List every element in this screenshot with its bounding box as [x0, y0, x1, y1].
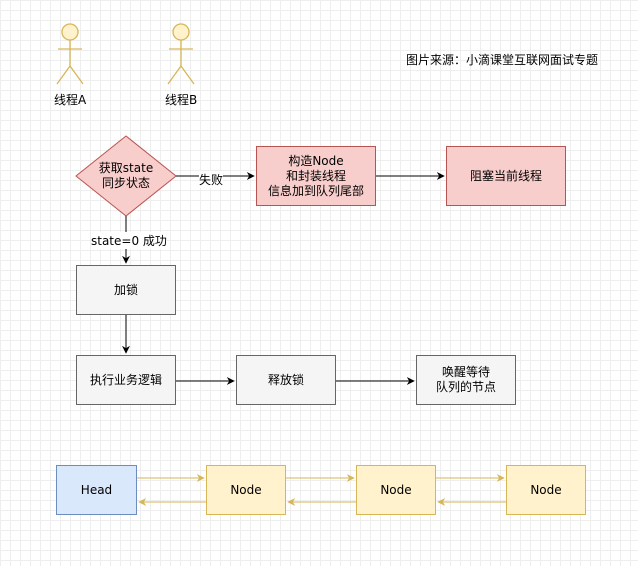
execute-logic-box: 执行业务逻辑 [76, 355, 176, 405]
source-note: 图片来源：小滴课堂互联网面试专题 [406, 53, 599, 67]
queue-node-1: Node [206, 465, 286, 515]
edge-success-label: state=0 成功 [91, 232, 167, 249]
actor-b-label: 线程B [165, 93, 198, 107]
actor-b-figure [167, 23, 195, 85]
actor-a-figure [56, 23, 84, 85]
wake-queue-node-box: 唤醒等待 队列的节点 [416, 355, 516, 405]
decision-label: 获取state 同步状态 [98, 161, 154, 190]
lock-box: 加锁 [76, 265, 176, 315]
release-lock-box: 释放锁 [236, 355, 336, 405]
queue-node-2: Node [356, 465, 436, 515]
actor-a-label: 线程A [54, 93, 87, 107]
queue-node-3: Node [506, 465, 586, 515]
edge-fail-label: 失败 [199, 171, 224, 188]
construct-node-box: 构造Node 和封装线程 信息加到队列尾部 [256, 146, 376, 206]
block-thread-box: 阻塞当前线程 [446, 146, 566, 206]
queue-head-node: Head [56, 465, 137, 515]
